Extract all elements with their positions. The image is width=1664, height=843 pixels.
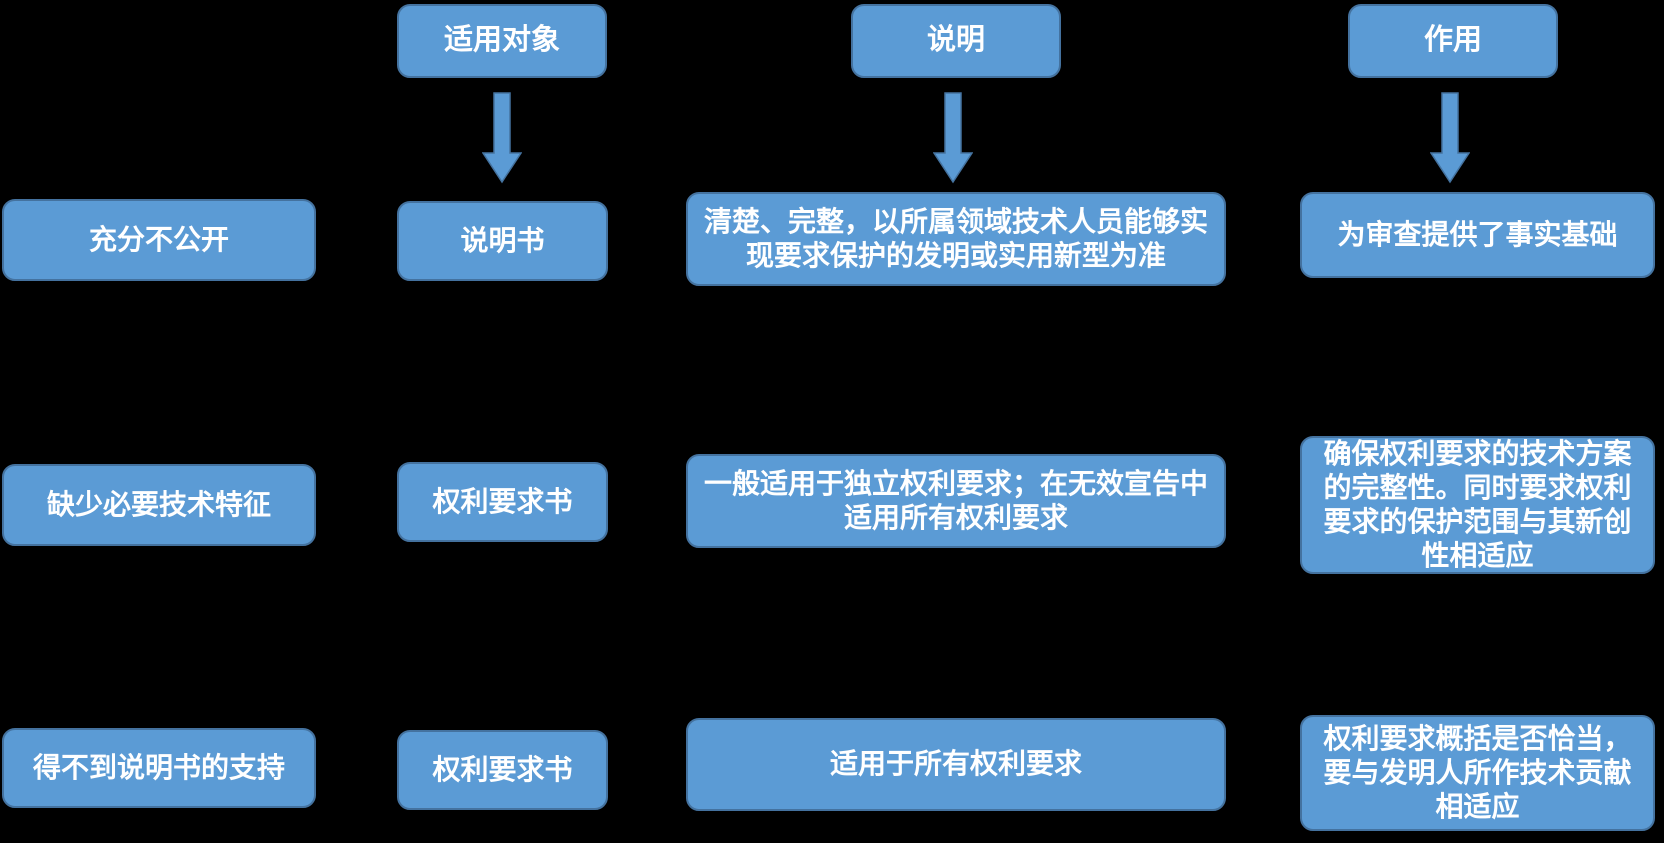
header-box-explanation: 说明 xyxy=(851,4,1061,78)
defect-box-missing-essential-features: 缺少必要技术特征 xyxy=(2,464,316,546)
down-arrow-icon xyxy=(1430,92,1470,184)
defect-box-not-supported-by-description: 得不到说明书的支持 xyxy=(2,728,316,808)
down-arrow-icon xyxy=(933,92,973,184)
defect-box-full-disclosure: 充分不公开 xyxy=(2,199,316,281)
explanation-box-all-claims: 适用于所有权利要求 xyxy=(686,718,1226,811)
object-box-description: 说明书 xyxy=(397,201,608,281)
function-box-claim-generalization: 权利要求概括是否恰当，要与发明人所作技术贡献相适应 xyxy=(1300,715,1655,831)
function-box-fact-basis: 为审查提供了事实基础 xyxy=(1300,192,1655,278)
header-box-function: 作用 xyxy=(1348,4,1558,78)
function-box-claim-scope: 确保权利要求的技术方案的完整性。同时要求权利要求的保护范围与其新创性相适应 xyxy=(1300,436,1655,574)
explanation-box-independent-claims: 一般适用于独立权利要求；在无效宣告中适用所有权利要求 xyxy=(686,454,1226,548)
down-arrow-icon xyxy=(482,92,522,184)
object-box-claims-2: 权利要求书 xyxy=(397,730,608,810)
object-box-claims: 权利要求书 xyxy=(397,462,608,542)
explanation-box-clarity: 清楚、完整，以所属领域技术人员能够实现要求保护的发明或实用新型为准 xyxy=(686,192,1226,286)
header-box-applicable-object: 适用对象 xyxy=(397,4,607,78)
